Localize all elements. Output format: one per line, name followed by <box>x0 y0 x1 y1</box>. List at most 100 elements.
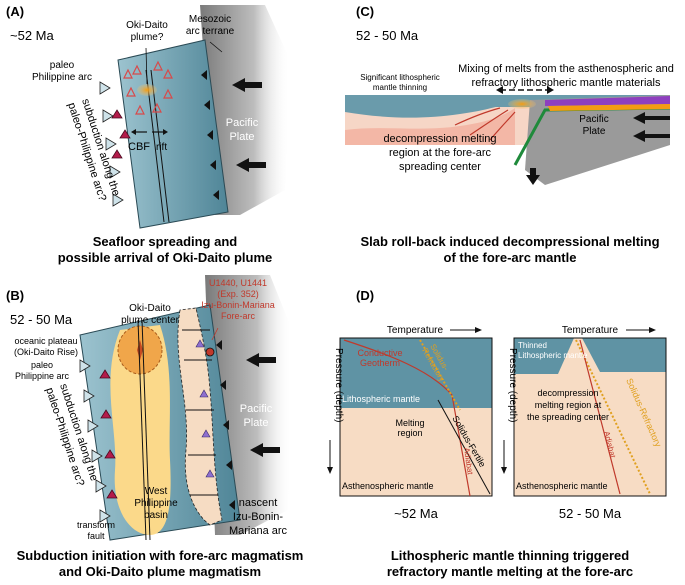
caption-b-2: and Oki-Daito plume magmatism <box>59 564 261 579</box>
litho-left <box>340 338 492 408</box>
basin-label-2: Philippine <box>134 498 178 509</box>
thinned-label-1: Thinned <box>518 341 547 350</box>
panel-b: (B) 52 - 50 Ma Oki-Daito plume center U1… <box>6 275 303 579</box>
conductive-label-2: Geotherm <box>360 358 400 368</box>
panel-a-letter: (A) <box>6 4 24 19</box>
adiabat-right <box>579 339 621 495</box>
pacific-label-c-1: Pacific <box>579 114 608 125</box>
caption-a-1: Seafloor spreading and <box>93 234 238 249</box>
pacific-lithosphere-purple <box>545 96 670 106</box>
mesozoic-label-1: Mesozoic <box>189 14 231 25</box>
nascent-label-2: Izu-Bonin- <box>233 511 283 523</box>
panel-d: (D) Temperature Pressure (depth) Conduct… <box>327 288 667 579</box>
pacific-arrows-c <box>633 112 670 142</box>
mixing-label-2: refractory lithospheric mantle materials <box>472 77 661 89</box>
basin-label-3: basin <box>144 510 168 521</box>
nascent-arc-triangles-b <box>195 339 215 478</box>
mesozoic-label-2: arc terrane <box>186 26 235 37</box>
panel-b-letter: (B) <box>6 288 24 303</box>
rift-label: rift <box>156 142 167 153</box>
panel-b-age: 52 - 50 Ma <box>10 312 73 327</box>
mixing-label-1: Mixing of melts from the asthenospheric … <box>458 63 674 75</box>
solidus-refractory-right <box>575 339 651 495</box>
astheno-left-label: Asthenospheric mantle <box>342 481 434 491</box>
pacific-arrows-a <box>232 78 266 172</box>
rift-arrowhead-a <box>163 129 168 135</box>
melt-lens-c <box>508 99 536 109</box>
caption-b-1: Subduction initiation with fore-arc magm… <box>17 548 304 563</box>
melting-label-2: region <box>397 428 422 438</box>
panel-a-age: ~52 Ma <box>10 28 54 43</box>
conductive-label-1: Conductive <box>357 348 402 358</box>
panel-c-letter: (C) <box>356 4 374 19</box>
plume-center-label-2: plume center <box>121 315 179 326</box>
trench-teeth-b <box>216 340 235 510</box>
pacific-label-c-2: Plate <box>583 126 606 137</box>
west-philippine-basin <box>110 325 171 535</box>
nascent-label-3: Mariana arc <box>229 525 288 537</box>
pressure-arrowhead-left <box>327 467 333 474</box>
litho-right <box>514 338 666 372</box>
paleo-arc-label-2: Philippine arc <box>32 72 92 83</box>
pressure-left: Pressure (depth) <box>333 348 344 422</box>
paleo-arc-b-label-1: paleo <box>31 360 53 370</box>
plume-center-label-1: Oki-Daito <box>129 303 171 314</box>
trench-teeth-a <box>201 70 219 200</box>
panel-d-letter: (D) <box>356 288 374 303</box>
thinning-label-2: mantle thinning <box>373 83 427 92</box>
forearc-spreading-arrows-b <box>182 329 218 496</box>
thinned-label-2: Lithospheric mantle <box>518 351 588 360</box>
melting-label-1: Melting <box>395 418 424 428</box>
solidus-refractory-left <box>419 339 461 411</box>
thinning-label-1: Significant lithospheric <box>360 73 440 82</box>
sites-label-4: Fore-arc <box>221 311 256 321</box>
pacific-label-b-2: Plate <box>243 417 268 429</box>
slab-c <box>525 95 670 185</box>
mixing-arrowhead-right <box>547 86 554 94</box>
cbf-label: CBF <box>128 141 150 153</box>
upwelling-arrows-c <box>454 107 516 141</box>
plume-pointer-a <box>145 47 148 85</box>
panel-c-age: 52 - 50 Ma <box>356 28 419 43</box>
rift-line-a2 <box>150 69 170 223</box>
mixing-arrowhead-left <box>496 86 503 94</box>
decompression-d-2: melting region at <box>535 400 602 410</box>
mesozoic-pointer-a <box>209 41 223 53</box>
solidus-fertile-left <box>437 399 491 495</box>
paleo-arc-label-1: paleo <box>50 60 75 71</box>
sites-label-3: Izu-Bonin-Mariana <box>201 300 275 310</box>
caption-c-1: Slab roll-back induced decompressional m… <box>360 234 659 249</box>
basin-label-1: West <box>145 486 168 497</box>
adiabat-left-label: Adiabat <box>462 447 475 476</box>
thinning-wave-c <box>345 98 520 118</box>
decompression-d-3: the spreading center <box>527 412 609 422</box>
astheno-right-label: Asthenospheric mantle <box>516 481 608 491</box>
pressure-arrowhead-right <box>501 467 507 474</box>
oki-plume-label-1: Oki-Daito <box>126 20 168 31</box>
site-pointer-b <box>211 327 219 341</box>
pacific-label-b-1: Pacific <box>240 403 273 415</box>
age-left: ~52 Ma <box>394 506 438 521</box>
sinking-arrow-c <box>526 168 540 185</box>
decompression-c-3: spreading center <box>399 161 481 173</box>
conductive-geotherm-left <box>343 339 471 497</box>
nascent-label-1: nascent <box>239 497 278 509</box>
transform-label-2: fault <box>87 531 105 541</box>
cbf-arrowhead-a <box>131 129 136 135</box>
site-dot-b <box>205 347 215 357</box>
temp-arrowhead-right <box>649 327 656 333</box>
plume-a <box>137 84 157 96</box>
box-right <box>513 337 667 497</box>
sites-label-2: (Exp. 352) <box>217 289 259 299</box>
basin-rift-b2 <box>141 319 151 541</box>
age-right: 52 - 50 Ma <box>559 506 622 521</box>
subduction-teeth-a <box>99 81 124 207</box>
forearc-zone <box>177 307 223 526</box>
plateau-label-2: (Oki-Daito Rise) <box>14 347 78 357</box>
pacific-label-a-2: Plate <box>229 131 254 143</box>
box-left <box>339 337 493 497</box>
pacific-lithosphere-orange <box>548 104 670 111</box>
litho-left-label: Lithospheric mantle <box>342 394 420 404</box>
caption-d-1: Lithospheric mantle thinning triggered <box>391 548 629 563</box>
